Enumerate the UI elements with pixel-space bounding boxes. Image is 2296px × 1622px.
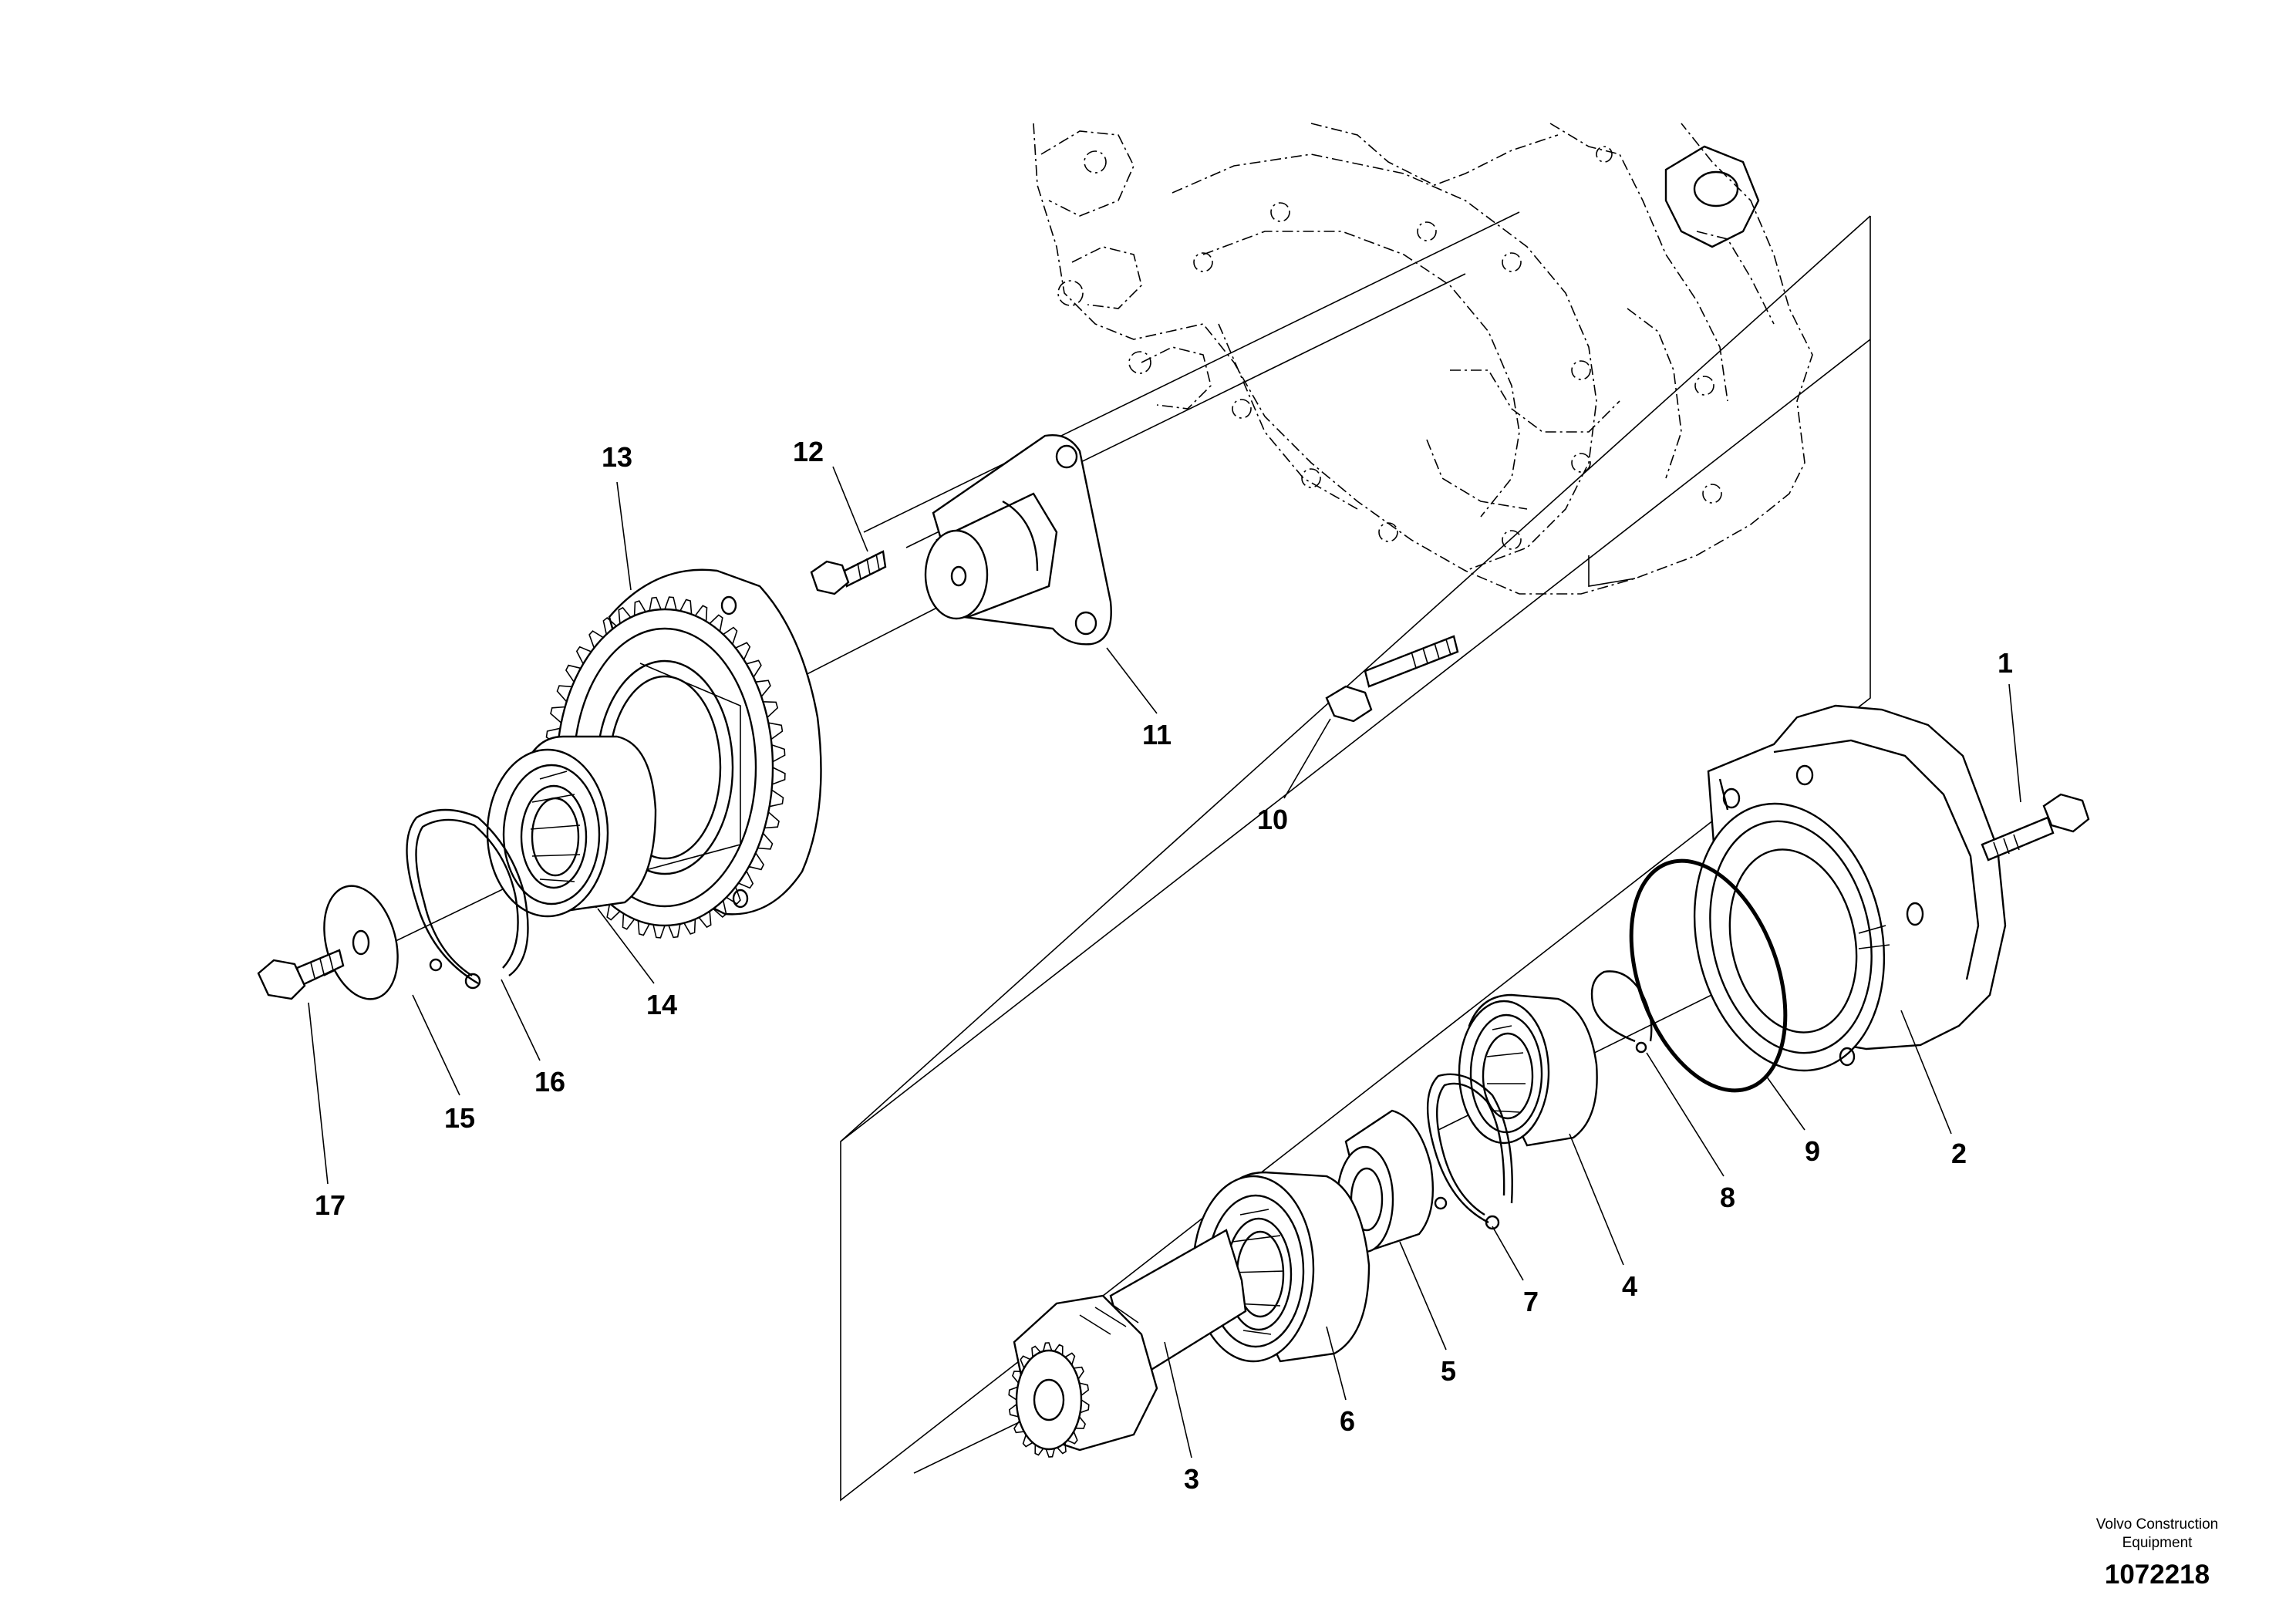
callout-4: 4 [1622,1270,1637,1302]
callout-6: 6 [1340,1405,1355,1437]
part-12-bolt [810,550,887,595]
part-8-circlip [1590,970,1653,1054]
callout-5: 5 [1441,1355,1456,1387]
assembly-frame [840,215,1871,1502]
brand-line-1: Volvo Construction [2095,1516,2219,1533]
drawing-number: 1072218 [2104,1560,2210,1590]
callout-17: 17 [315,1189,346,1221]
callout-16: 16 [534,1066,565,1098]
callout-7: 7 [1523,1286,1539,1317]
callout-15: 15 [444,1102,475,1134]
part-10-bolt [1325,635,1459,723]
part-16-snap-ring [406,808,529,990]
callout-11: 11 [1142,719,1172,750]
callout-14: 14 [646,989,677,1020]
part-1-bolt [1981,793,2090,862]
leader-lines [308,466,2021,1458]
part-3-pinion-shaft [1008,1229,1247,1458]
callout-13: 13 [602,441,632,473]
brand-name: Volvo Construction Equipment [2049,1516,2265,1553]
callout-10: 10 [1257,804,1288,835]
brand-line-2: Equipment [2122,1535,2193,1551]
callout-1: 1 [1998,647,2013,679]
part-17-bolt [257,949,345,1000]
callout-labels: 1 2 3 4 5 6 7 8 9 10 11 12 13 14 15 16 1… [315,436,2013,1495]
part-2-housing [1693,704,2007,1072]
part-11-idler-shaft [924,434,1112,646]
callout-2: 2 [1951,1138,1967,1169]
callout-12: 12 [793,436,824,467]
callout-9: 9 [1805,1135,1820,1167]
part-4-bearing [1458,993,1598,1147]
engine-block-outline [1033,123,1813,595]
part-15-washer [323,885,399,1000]
part-9-o-ring [1629,858,1788,1093]
callout-8: 8 [1720,1182,1735,1213]
part-14-bearing [486,735,657,918]
callout-3: 3 [1184,1463,1199,1495]
part-7-snap-ring [1426,1073,1513,1230]
